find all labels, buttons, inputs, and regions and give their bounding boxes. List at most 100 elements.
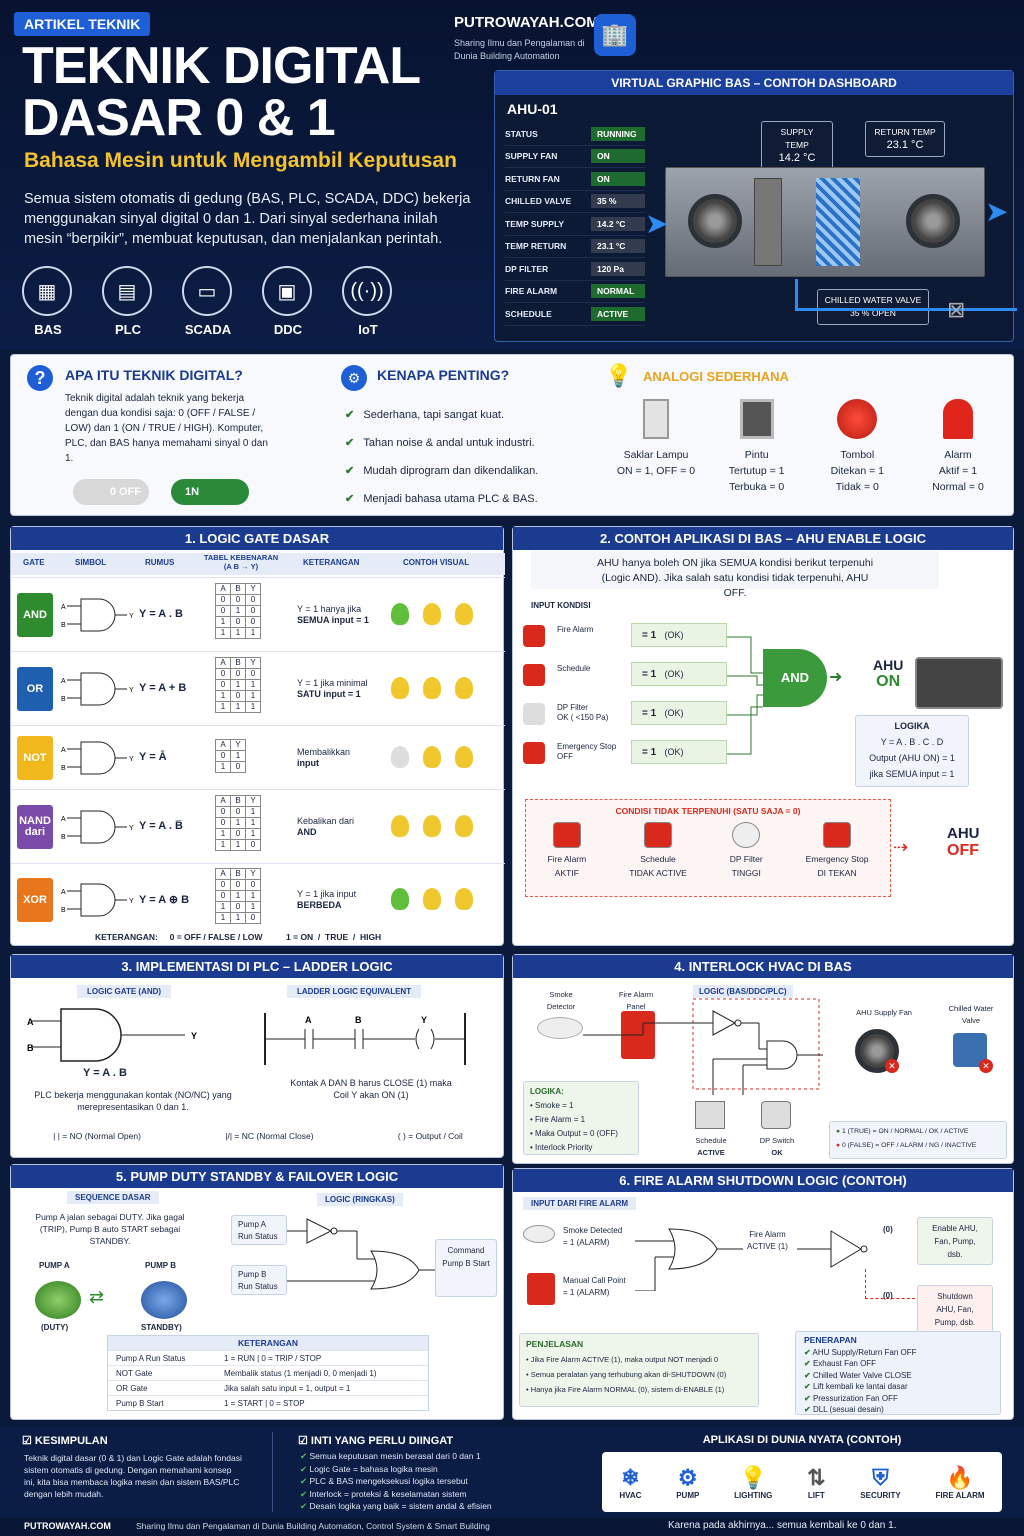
input-value: = 1 (OK)	[631, 740, 727, 764]
system-icons: ▦BAS ▤PLC ▭SCADA ▣DDC ((·))IoT	[22, 266, 394, 337]
air-out-arrow-icon: ➤	[985, 196, 1009, 227]
kesimpulan-title: ☑ KESIMPULAN	[22, 1435, 108, 1447]
interlock-section: 4. INTERLOCK HVAC DI BAS Smoke Detector …	[512, 954, 1014, 1164]
input-icon	[523, 703, 545, 725]
ahu-unit-icon	[915, 657, 1003, 709]
scada-icon: ▭SCADA	[182, 266, 234, 337]
gate-badge: OR	[17, 667, 53, 711]
standby-label: STANDBY)	[141, 1323, 182, 1332]
section-title: 3. IMPLEMENTASI DI PLC – LADDER LOGIC	[11, 955, 503, 978]
penjelasan-box: PENJELASAN • Jika Fire Alarm ACTIVE (1),…	[519, 1333, 759, 1407]
bulb-icon	[423, 746, 441, 768]
fail-icon	[823, 822, 852, 848]
logika-box: LOGIKA: • Smoke = 1• Fire Alarm = 1• Mak…	[523, 1081, 639, 1155]
fan-icon	[906, 194, 960, 248]
input-value: = 1 (OK)	[631, 623, 727, 647]
bulb-icon	[423, 603, 441, 625]
gate-formula: Y = A ⊕ B	[139, 894, 190, 906]
ddc-icon: ▣DDC	[262, 266, 314, 337]
gate-badge: XOR	[17, 878, 53, 922]
bulb-icon	[455, 677, 473, 699]
brain-icon: ⚙	[341, 365, 367, 391]
sub-title: LADDER LOGIC EQUIVALENT	[287, 985, 422, 998]
stop-icon: ✕	[979, 1059, 993, 1073]
off-toggle[interactable]: 0 OFF	[73, 479, 149, 505]
gate-formula: Y = A . B	[139, 608, 183, 620]
on-toggle[interactable]: 1N	[171, 479, 249, 505]
door-icon	[739, 399, 774, 439]
filter-icon	[754, 178, 782, 266]
and-gate-symbol: ABY	[27, 1008, 197, 1062]
valve-label: Chilled Water Valve	[948, 1004, 994, 1025]
input-icon	[523, 625, 545, 647]
pump-a-label: PUMP A	[39, 1261, 70, 1270]
ahu-enable-section: 2. CONTOH APLIKASI DI BAS – AHU ENABLE L…	[512, 526, 1014, 946]
seq-text: Pump A jalan sebagai DUTY. Jika gagal (T…	[35, 1212, 185, 1246]
fan-label: AHU Supply Fan	[856, 1008, 912, 1017]
closing-text: Karena pada akhirnya... semua kembali ke…	[668, 1520, 897, 1531]
input-icon	[523, 742, 545, 764]
bas-icon: ▦BAS	[22, 266, 74, 337]
visual-example	[391, 815, 473, 837]
section-title: 6. FIRE ALARM SHUTDOWN LOGIC (CONTOH)	[513, 1169, 1013, 1192]
svg-text:A: A	[61, 816, 66, 823]
inti-title: ☑ INTI YANG PERLU DIINGAT	[298, 1435, 454, 1447]
svg-text:B: B	[61, 622, 66, 629]
fan-icon	[688, 194, 742, 248]
section-title: 5. PUMP DUTY STANDBY & FAILOVER LOGIC	[11, 1165, 503, 1188]
section-title: 1. LOGIC GATE DASAR	[11, 527, 503, 550]
pump-b-label: PUMP B	[145, 1261, 176, 1270]
input-value: = 1 (OK)	[631, 701, 727, 725]
svg-text:Y: Y	[191, 1031, 197, 1041]
svg-text:Y: Y	[421, 1015, 427, 1025]
bulb-icon	[455, 603, 473, 625]
kesimpulan-text: Teknik digital dasar (0 & 1) dan Logic G…	[24, 1453, 242, 1499]
input-row: Schedule= 1 (OK)	[521, 660, 741, 690]
output-zero: (0)	[883, 1225, 893, 1234]
logic-gate-section: 1. LOGIC GATE DASAR GATE SIMBOL RUMUS TA…	[10, 526, 505, 946]
dashboard: VIRTUAL GRAPHIC BAS – CONTOH DASHBOARD A…	[494, 70, 1017, 342]
svg-text:A: A	[61, 678, 66, 685]
gate-symbol: ABY	[61, 741, 134, 775]
section-title: 4. INTERLOCK HVAC DI BAS	[513, 955, 1013, 978]
enable-box: Enable AHU, Fan, Pump, dsb.	[917, 1217, 993, 1265]
ladder-legend: | | = NO (Normal Open)|/| = NC (Normal C…	[53, 1131, 463, 1141]
sub-title: INPUT DARI FIRE ALARM	[523, 1197, 637, 1210]
shutdown-path	[865, 1269, 915, 1299]
visual-example	[391, 603, 473, 625]
svg-text:Y: Y	[129, 898, 134, 905]
duty-label: (DUTY)	[41, 1323, 69, 1332]
aplikasi-list: ❄HVAC ⚙PUMP 💡LIGHTING ⇅LIFT ⛨SECURITY 🔥F…	[602, 1452, 1002, 1512]
unit-name: AHU-01	[507, 101, 558, 117]
air-in-arrow-icon: ➤	[645, 208, 669, 239]
switch-icon	[643, 399, 669, 439]
fap-label: Fire Alarm Panel	[618, 990, 654, 1011]
visual-example	[391, 677, 473, 699]
button-icon	[837, 399, 878, 439]
gate-badge: NAND dari	[17, 805, 53, 849]
svg-text:A: A	[305, 1015, 312, 1025]
call-point-icon	[527, 1273, 555, 1305]
svg-text:B: B	[61, 907, 66, 914]
bulb-icon	[455, 815, 473, 837]
